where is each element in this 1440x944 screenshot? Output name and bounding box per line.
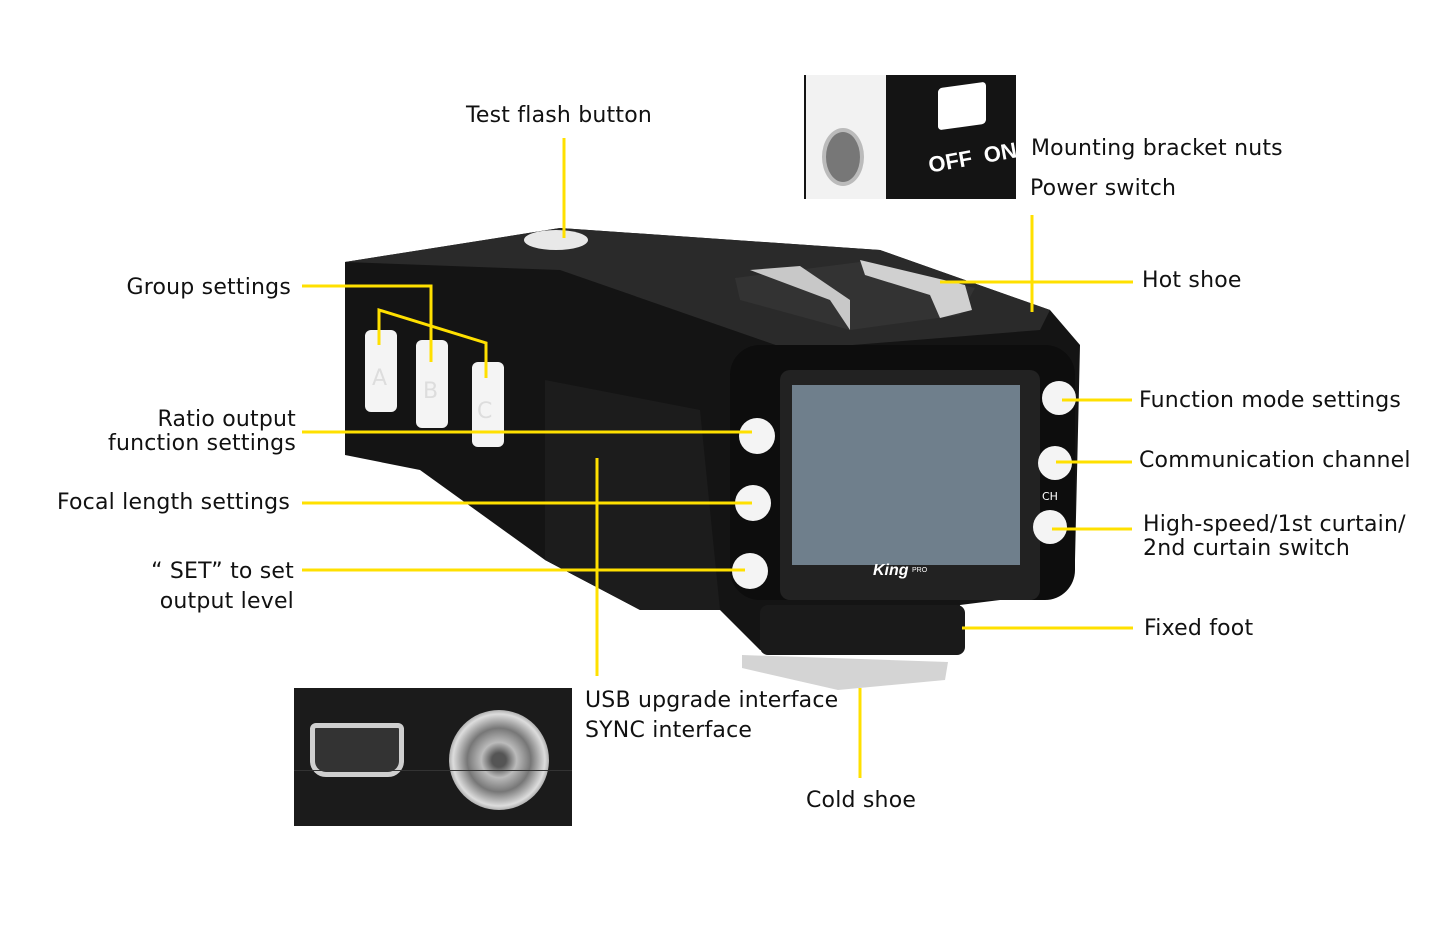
svg-text:B: B xyxy=(423,379,438,404)
label-mounting-nuts: Mounting bracket nuts xyxy=(1031,136,1283,161)
focal-length-button[interactable] xyxy=(735,485,771,521)
label-sync: SYNC interface xyxy=(585,718,753,743)
leader-lines xyxy=(302,138,1133,778)
power-switch[interactable] xyxy=(938,81,986,131)
lcd-screen xyxy=(792,385,1020,565)
sync-mode-button[interactable] xyxy=(1033,510,1067,544)
label-hot-shoe: Hot shoe xyxy=(1142,268,1242,293)
ch-label: CH xyxy=(1042,490,1058,503)
test-flash-button[interactable] xyxy=(524,230,588,250)
label-highspeed-1: High-speed/1st curtain/ xyxy=(1143,512,1406,537)
label-usb: USB upgrade interface xyxy=(585,688,839,713)
sync-port-icon xyxy=(449,710,549,810)
hot-shoe xyxy=(735,260,975,330)
label-comm-channel: Communication channel xyxy=(1139,448,1411,473)
ports-inset xyxy=(294,688,572,826)
fixed-foot xyxy=(742,605,965,690)
label-fixed-foot: Fixed foot xyxy=(1144,616,1254,641)
label-power-switch: Power switch xyxy=(1030,176,1177,201)
group-b-button[interactable] xyxy=(416,340,448,428)
ratio-button[interactable] xyxy=(739,418,775,454)
set-button[interactable] xyxy=(732,553,768,589)
label-cold-shoe: Cold shoe xyxy=(806,788,917,813)
power-switch-inset: OFF ON xyxy=(804,75,1016,199)
mounting-nut-icon xyxy=(822,128,864,186)
cold-shoe xyxy=(742,655,948,690)
brand-logo: King xyxy=(873,562,909,579)
usb-port-icon xyxy=(310,723,404,777)
label-ratio-1: Ratio output xyxy=(157,407,296,432)
group-c-button[interactable] xyxy=(472,362,504,447)
label-set-2: output level xyxy=(159,589,294,614)
label-ratio-2: function settings xyxy=(108,431,296,456)
label-set-1: “ SET” to set xyxy=(151,559,294,584)
svg-text:PRO: PRO xyxy=(912,567,928,574)
label-test-flash: Test flash button xyxy=(466,103,653,128)
group-buttons: A B C xyxy=(365,330,504,447)
channel-button[interactable] xyxy=(1038,446,1072,480)
label-group-settings: Group settings xyxy=(126,275,291,300)
svg-text:A: A xyxy=(372,366,387,391)
function-mode-button[interactable] xyxy=(1042,381,1076,415)
group-a-button[interactable] xyxy=(365,330,397,412)
label-function-mode: Function mode settings xyxy=(1139,388,1402,413)
label-highspeed-2: 2nd curtain switch xyxy=(1143,536,1350,561)
label-focal-length: Focal length settings xyxy=(56,490,290,515)
svg-text:C: C xyxy=(477,399,492,424)
